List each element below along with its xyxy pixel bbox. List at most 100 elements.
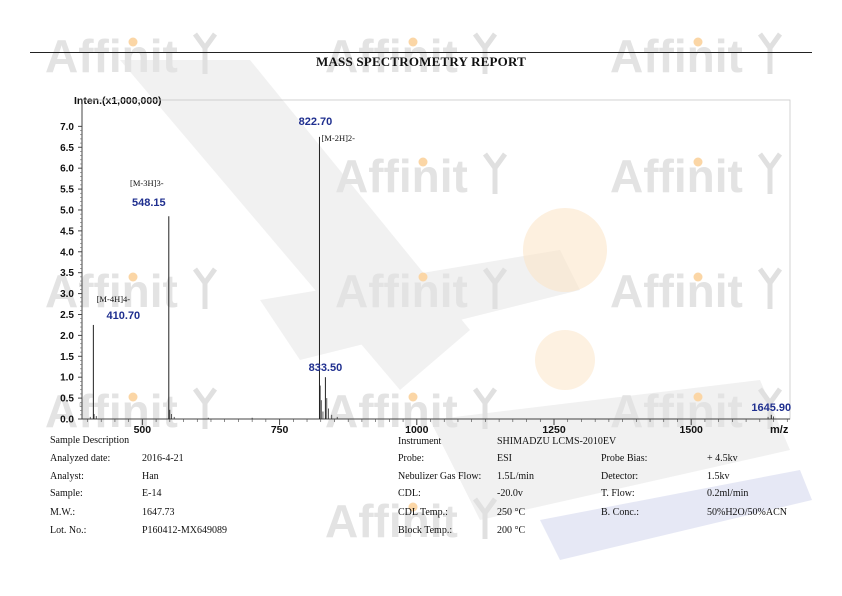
sample-label: Sample:	[50, 488, 83, 499]
tflow-value: 0.2ml/min	[707, 488, 749, 499]
y-tick-label: 3.0	[60, 289, 74, 300]
nebulizer-value: 1.5L/min	[497, 471, 534, 482]
analyzed-date-value: 2016-4-21	[142, 453, 184, 464]
peak-mz-label: 548.15	[132, 197, 166, 209]
watermark-dot-icon	[693, 272, 703, 282]
axes: 0.0 0.5 1.0 1.5 2.0 2.5 3.0 3.5 4.0 4.5 5.0 5.5 6.0 6…	[60, 99, 791, 436]
lot-label: Lot. No.:	[50, 525, 87, 536]
report-title: MASS SPECTROMETRY REPORT	[316, 54, 526, 69]
watermark-logo-text: Affinit	[610, 265, 743, 317]
y-tick-label: 4.0	[60, 247, 74, 258]
analyzed-date-label: Analyzed date:	[50, 453, 111, 464]
watermark-antibody-icon	[482, 152, 508, 194]
y-tick-label: 6.5	[60, 143, 74, 154]
plot-frame	[81, 99, 791, 420]
peak-mz-label: 822.70	[299, 116, 333, 128]
peak-ion-label: [M-2H]2-	[321, 133, 355, 143]
probe-bias-label: Probe Bias:	[601, 453, 648, 464]
x-tick-label: 1250	[542, 424, 566, 436]
x-tick-label: 500	[134, 424, 152, 436]
watermark-logo-text: Affinit	[45, 265, 178, 317]
peaks	[89, 136, 774, 419]
detector-value: 1.5kv	[707, 471, 730, 482]
peak-labels: 410.70 [M-4H]4- 548.15 [M-3H]3- 822.70 [M-2H]…	[97, 116, 792, 414]
watermark-dot-icon	[418, 272, 428, 282]
peak-mz-label: 1645.90	[751, 402, 791, 414]
watermark-logo-text: Affinit	[45, 385, 178, 437]
mass-spectrum-chart: Inten.(x1,000,000) m/z 0.0 0.5 1.0 1.5 2.0 2.…	[60, 95, 792, 436]
watermark-logo-text: Affinit	[335, 265, 468, 317]
watermark-antibody-icon	[192, 387, 218, 429]
watermark-dot-icon	[408, 392, 418, 402]
instrument-label: Instrument	[398, 436, 442, 447]
header-rule	[30, 52, 812, 53]
y-tick-label: 3.5	[60, 268, 74, 279]
x-tick-label: 1500	[680, 424, 704, 436]
watermark-dot-icon	[408, 37, 418, 47]
mw-label: M.W.:	[50, 507, 76, 518]
nebulizer-label: Nebulizer Gas Flow:	[398, 471, 482, 482]
probe-label: Probe:	[398, 453, 425, 464]
block-temp-label: Block Temp.:	[398, 525, 453, 536]
cdl-value: -20.0v	[497, 488, 523, 499]
peak-ion-label: [M-4H]4-	[97, 294, 131, 304]
watermark-logo-text: Affinit	[610, 30, 743, 82]
peak-ion-label: [M-3H]3-	[130, 178, 164, 188]
mw-value: 1647.73	[142, 507, 175, 518]
probe-value: ESI	[497, 453, 512, 464]
cdl-label: CDL:	[398, 488, 421, 499]
watermark-logo-text: Affinit	[325, 495, 458, 547]
watermark-dot-icon	[418, 157, 428, 167]
probe-bias-value: + 4.5kv	[707, 453, 738, 464]
y-tick-label: 5.0	[60, 205, 74, 216]
peak-mz-label: 833.50	[309, 362, 343, 374]
watermark-dot-icon	[408, 502, 418, 512]
y-tick-label: 1.5	[60, 352, 74, 363]
y-tick-label: 0.5	[60, 394, 74, 405]
instrument-value: SHIMADZU LCMS-2010EV	[497, 436, 617, 447]
watermark-dot-icon	[693, 392, 703, 402]
analyst-label: Analyst:	[50, 471, 84, 482]
y-tick-label: 1.0	[60, 373, 74, 384]
y-tick-label: 6.0	[60, 164, 74, 175]
y-tick-label: 0.0	[60, 415, 74, 426]
x-tick-label: 1000	[405, 424, 429, 436]
cdl-temp-label: CDL Temp.:	[398, 507, 448, 518]
watermark-logo-text: Affinit	[45, 30, 178, 82]
watermark-antibody-icon	[472, 497, 498, 539]
y-tick-label: 4.5	[60, 226, 74, 237]
y-tick-label: 7.0	[60, 122, 74, 133]
analyst-value: Han	[142, 471, 159, 482]
watermark-antibody-icon	[757, 267, 783, 309]
watermark-logo-text: Affinit	[610, 150, 743, 202]
watermark-antibody-icon	[757, 387, 783, 429]
watermark-dot-icon	[693, 157, 703, 167]
lot-value: P160412-MX649089	[142, 525, 228, 536]
block-temp-value: 200 °C	[497, 525, 526, 536]
sample-description-heading: Sample Description	[50, 435, 130, 446]
y-tick-label: 2.5	[60, 310, 74, 321]
watermark-antibody-icon	[472, 387, 498, 429]
x-tick-label: 750	[271, 424, 289, 436]
watermark-logo-text: Affinit	[610, 385, 743, 437]
watermark-dot-icon	[128, 37, 138, 47]
watermark-dot-icon	[128, 272, 138, 282]
b-conc-label: B. Conc.:	[601, 507, 640, 518]
watermark-dot-icon	[128, 392, 138, 402]
peak-mz-label: 410.70	[107, 310, 141, 322]
tflow-label: T. Flow:	[601, 488, 635, 499]
watermark-logo-text: Affinit	[335, 150, 468, 202]
sample-value: E-14	[142, 488, 162, 499]
watermark-antibody-icon	[482, 267, 508, 309]
watermark-antibody-icon	[192, 267, 218, 309]
y-axis-label: Inten.(x1,000,000)	[74, 95, 162, 107]
b-conc-value: 50%H2O/50%ACN	[707, 507, 787, 518]
y-tick-label: 5.5	[60, 185, 74, 196]
watermark-logo-text: Affinit	[325, 30, 458, 82]
y-tick-label: 2.0	[60, 331, 74, 342]
watermark-logo-text: Affinit	[325, 385, 458, 437]
cdl-temp-value: 250 °C	[497, 507, 526, 518]
x-axis-unit: m/z	[770, 424, 789, 436]
watermark-antibody-icon	[757, 152, 783, 194]
